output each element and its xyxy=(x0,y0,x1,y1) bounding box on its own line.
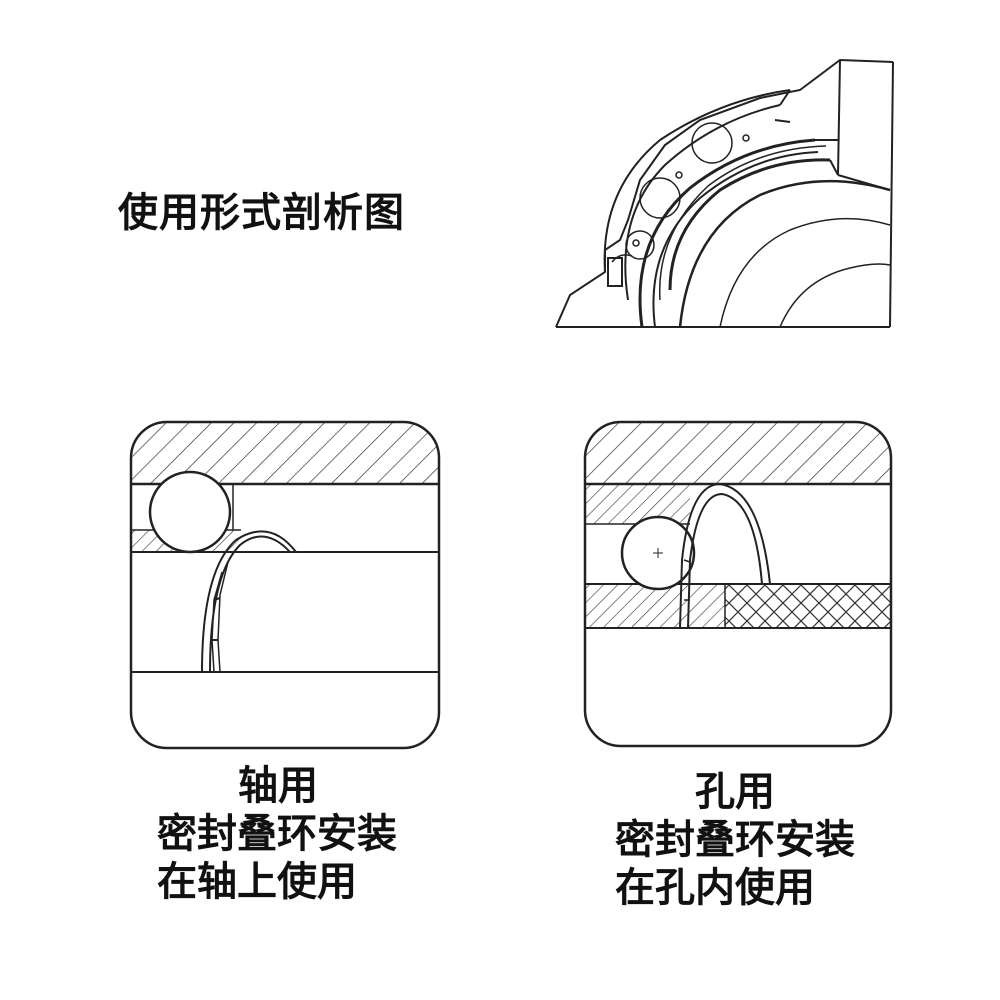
left-caption-line1: 轴用 xyxy=(238,763,318,809)
left-caption-line2: 密封叠环安装 xyxy=(157,811,397,857)
bearing-section-view xyxy=(555,58,894,328)
left-caption-line3: 在轴上使用 xyxy=(157,859,357,905)
shaft-seal-panel xyxy=(129,420,441,750)
ball-element xyxy=(148,470,232,554)
seal-ring-arc xyxy=(679,482,771,629)
bore-seal-panel xyxy=(583,420,893,748)
page-title: 使用形式剖析图 xyxy=(118,190,405,236)
right-caption-line3: 在孔内使用 xyxy=(615,865,815,911)
right-caption-line1: 孔用 xyxy=(695,769,775,815)
right-caption-line2: 密封叠环安装 xyxy=(615,817,855,863)
seal-ring-arc xyxy=(201,530,297,673)
